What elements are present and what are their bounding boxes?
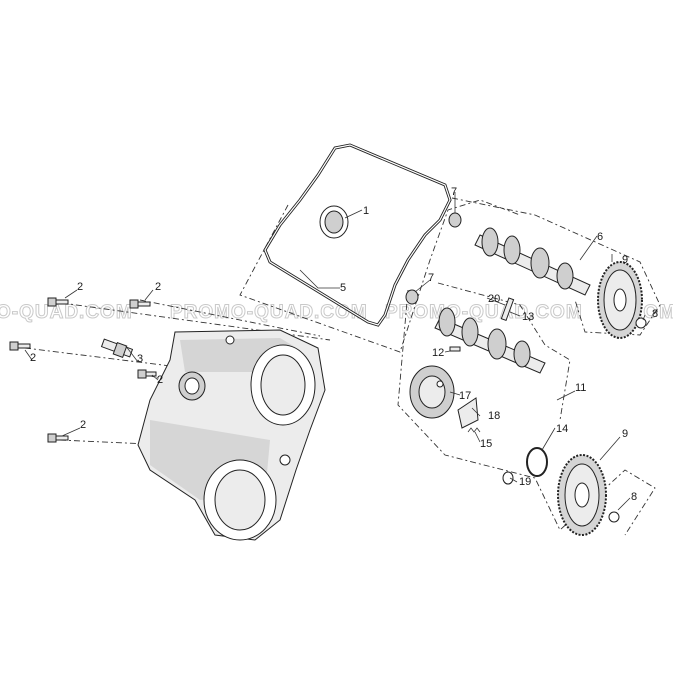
callout-8-upper: 8 — [652, 308, 658, 320]
callout-2-middle-left: 2 — [30, 352, 36, 364]
lower-cam-sprocket — [557, 454, 607, 536]
callout-20: 20 — [488, 293, 500, 305]
cover-stud — [100, 338, 134, 358]
callout-3: 3 — [137, 353, 143, 365]
plug-hole-seal — [319, 205, 349, 239]
lower-camshaft-upper-edge — [437, 282, 571, 421]
assembly-outlines — [239, 197, 661, 536]
lower-camshaft-outline — [397, 289, 656, 536]
callout-1: 1 — [363, 205, 369, 217]
callout-19: 19 — [519, 476, 531, 488]
cover-bolts — [9, 297, 157, 443]
callout-2-top-right: 2 — [155, 281, 161, 293]
callout-11: 11 — [575, 382, 586, 394]
circlip — [526, 447, 548, 477]
decompressor-plate — [409, 365, 455, 419]
bolt-5 — [47, 433, 69, 443]
bolt-2 — [129, 299, 151, 309]
callout-7-upper: 7 — [451, 186, 457, 198]
watermark-right-center: PROMO-QUAD.COM — [385, 302, 583, 323]
cam-bearings — [405, 212, 462, 305]
bolt-3 — [9, 341, 31, 351]
upper-cam-sprocket — [597, 261, 643, 339]
callout-9-upper: 9 — [622, 254, 628, 266]
dowel-pins — [608, 317, 647, 523]
callout-leaders — [24, 192, 646, 511]
callout-2-middle-right: 2 — [157, 374, 163, 386]
callout-2-top-left: 2 — [77, 281, 83, 293]
decompression-pin — [500, 297, 515, 322]
callout-14: 14 — [556, 423, 568, 435]
small-screw — [449, 346, 461, 352]
callout-2-bottom: 2 — [80, 419, 86, 431]
cylinder-head-cover — [137, 329, 326, 541]
callout-18: 18 — [488, 410, 500, 422]
watermark-left: O-QUAD.COM — [0, 302, 133, 323]
callout-9-lower: 9 — [622, 428, 628, 440]
decompressor-spring — [467, 427, 481, 433]
callout-7-lower: 7 — [428, 272, 434, 284]
gasket-group-outline — [239, 199, 521, 353]
collar — [502, 471, 514, 485]
callout-15: 15 — [480, 438, 492, 450]
watermark: O-QUAD.COM PROMO-QUAD.COM PROMO-QUAD.COM… — [0, 302, 673, 324]
watermark-center: PROMO-QUAD.COM — [170, 302, 368, 323]
callout-5: 5 — [340, 282, 346, 294]
callout-13: 13 — [522, 311, 534, 323]
callout-8-lower: 8 — [631, 491, 637, 503]
lower-camshaft — [434, 307, 546, 374]
decompressor-weight — [457, 397, 479, 429]
upper-camshaft-outline — [451, 197, 661, 336]
callout-6: 6 — [597, 231, 603, 243]
callout-12: 12 — [432, 347, 444, 359]
valve-cover-gasket — [263, 143, 452, 327]
callout-17: 17 — [459, 390, 471, 402]
callout-numbers: 1 2 2 2 2 2 3 5 6 7 7 8 8 9 9 11 12 13 1… — [30, 186, 658, 503]
bolt-4 — [137, 369, 157, 379]
bolt-1 — [47, 297, 69, 307]
upper-camshaft — [474, 227, 591, 296]
